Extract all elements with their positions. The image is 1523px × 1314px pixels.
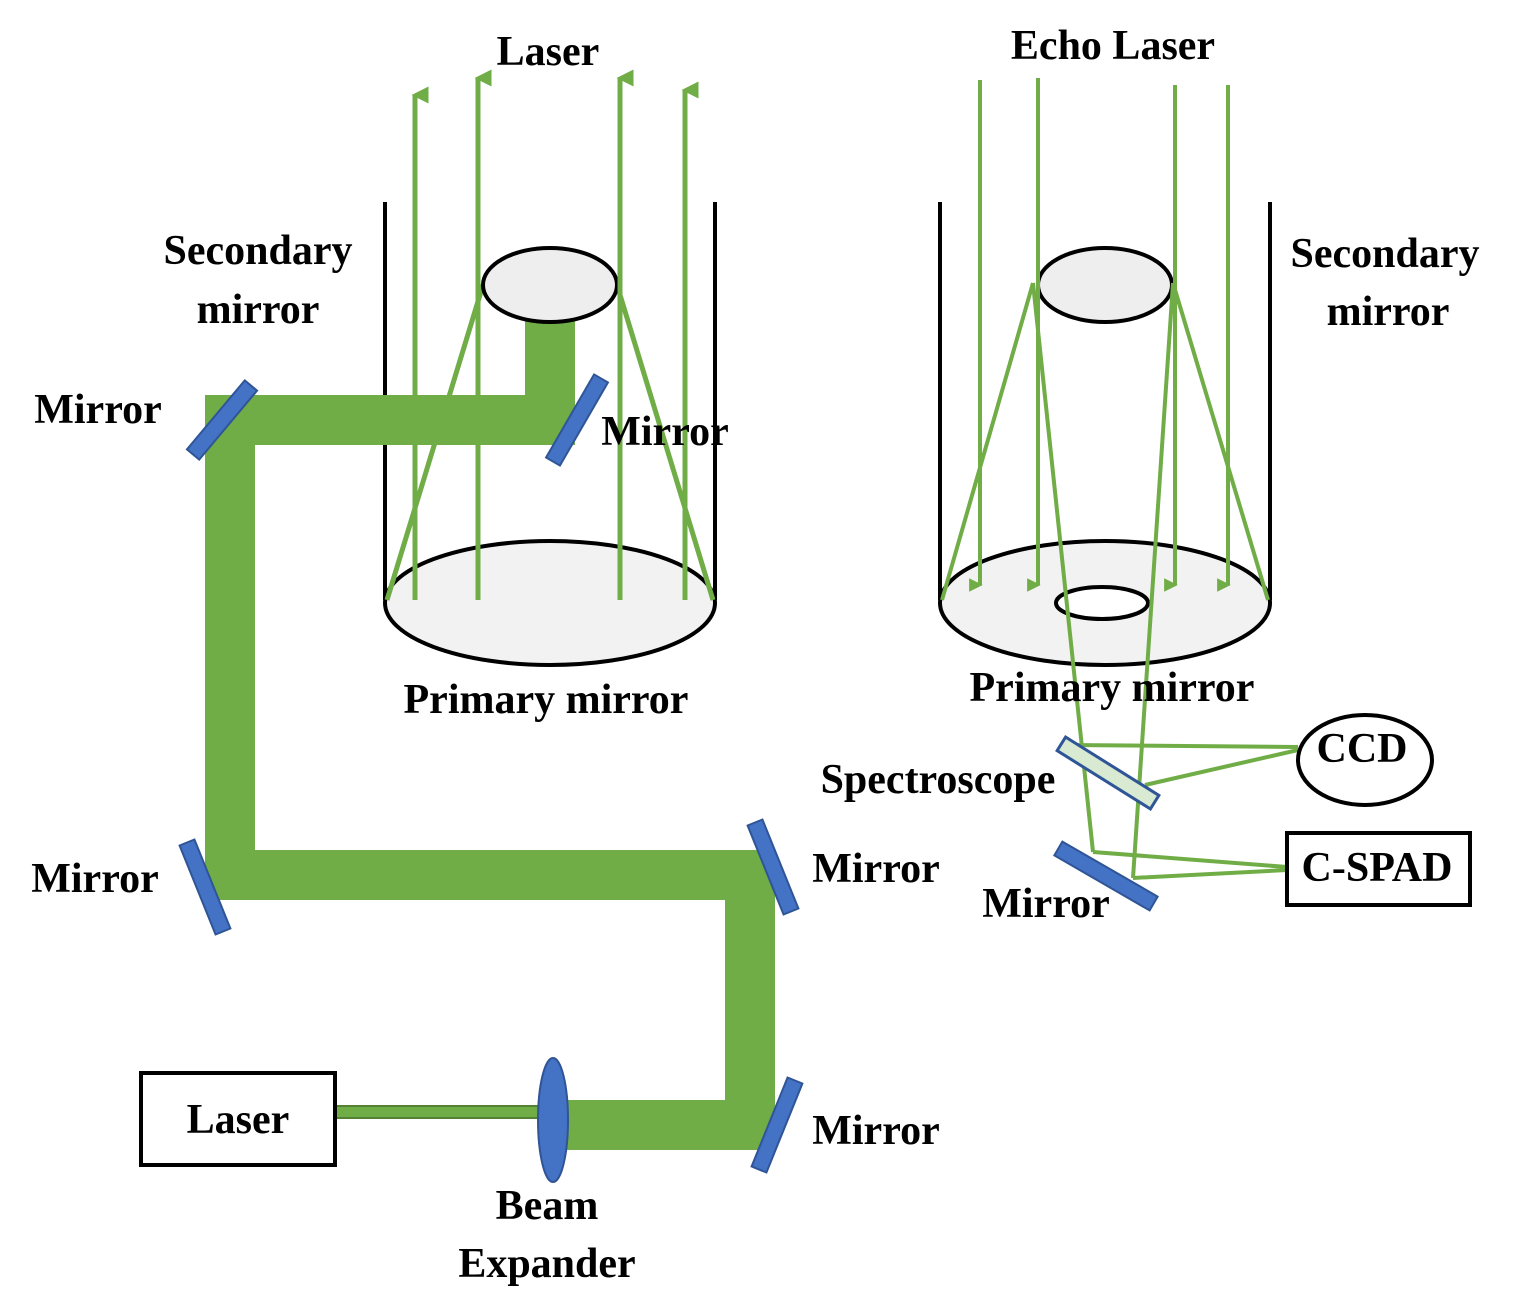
- mirror-top-right-label: Mirror: [601, 409, 728, 455]
- ccd-detector: [1296, 713, 1434, 807]
- receiver-secondary-label-line1: Secondary: [1291, 231, 1480, 277]
- receiver-ray-paths: [940, 282, 1299, 880]
- receiver-mirror-label: Mirror: [982, 881, 1109, 927]
- mirror-top-left: [185, 378, 259, 462]
- mirror-middle-right-label: Mirror: [812, 846, 939, 892]
- laser-source-label: Laser: [187, 1097, 290, 1143]
- mirror-middle-left: [178, 838, 232, 936]
- mirror-top-right: [544, 373, 610, 467]
- receiver-secondary-mirror: [1036, 246, 1174, 324]
- mirror-middle-left-label: Mirror: [31, 856, 158, 902]
- transmitter-primary-label: Primary mirror: [404, 677, 689, 723]
- laser-output-label: Laser: [497, 29, 600, 75]
- receiver-telescope: [938, 202, 1272, 667]
- ccd-label: CCD: [1317, 726, 1408, 772]
- transmitter-primary-mirror: [383, 539, 717, 667]
- echo-laser-label: Echo Laser: [1011, 23, 1215, 69]
- transmitter-secondary-label-line2: mirror: [197, 287, 320, 333]
- beam-expander-label-line2: Expander: [458, 1241, 635, 1287]
- transmit-beam-path: [205, 315, 775, 1150]
- cspad-detector-box: [1285, 831, 1472, 907]
- cspad-label: C-SPAD: [1302, 845, 1453, 891]
- receiver-mirror: [1053, 840, 1159, 912]
- spectroscope-label: Spectroscope: [821, 757, 1056, 803]
- labels: Laser Secondary mirror Primary mirror Mi…: [31, 23, 1479, 1287]
- mirror-middle-right: [746, 818, 800, 916]
- beam-expander-label-line1: Beam: [496, 1183, 599, 1229]
- beam-expander-lens: [537, 1057, 569, 1183]
- mirror-bottom-right: [750, 1076, 804, 1174]
- expanded-beam: [205, 315, 775, 1150]
- outgoing-laser-rays: [411, 69, 699, 600]
- transmitter-secondary-label-line1: Secondary: [164, 228, 353, 274]
- mirror-top-left-label: Mirror: [34, 387, 161, 433]
- receiver-secondary-label-line2: mirror: [1327, 289, 1450, 335]
- laser-source-box: [139, 1071, 337, 1167]
- spectroscope: [1055, 735, 1161, 811]
- mirror-bottom-right-label: Mirror: [812, 1108, 939, 1154]
- transmitter-secondary-mirror: [481, 246, 619, 324]
- beam-mirrors: [178, 373, 804, 1174]
- receiver-primary-label: Primary mirror: [970, 665, 1255, 711]
- receiver-primary-mirror-hole: [1054, 585, 1150, 621]
